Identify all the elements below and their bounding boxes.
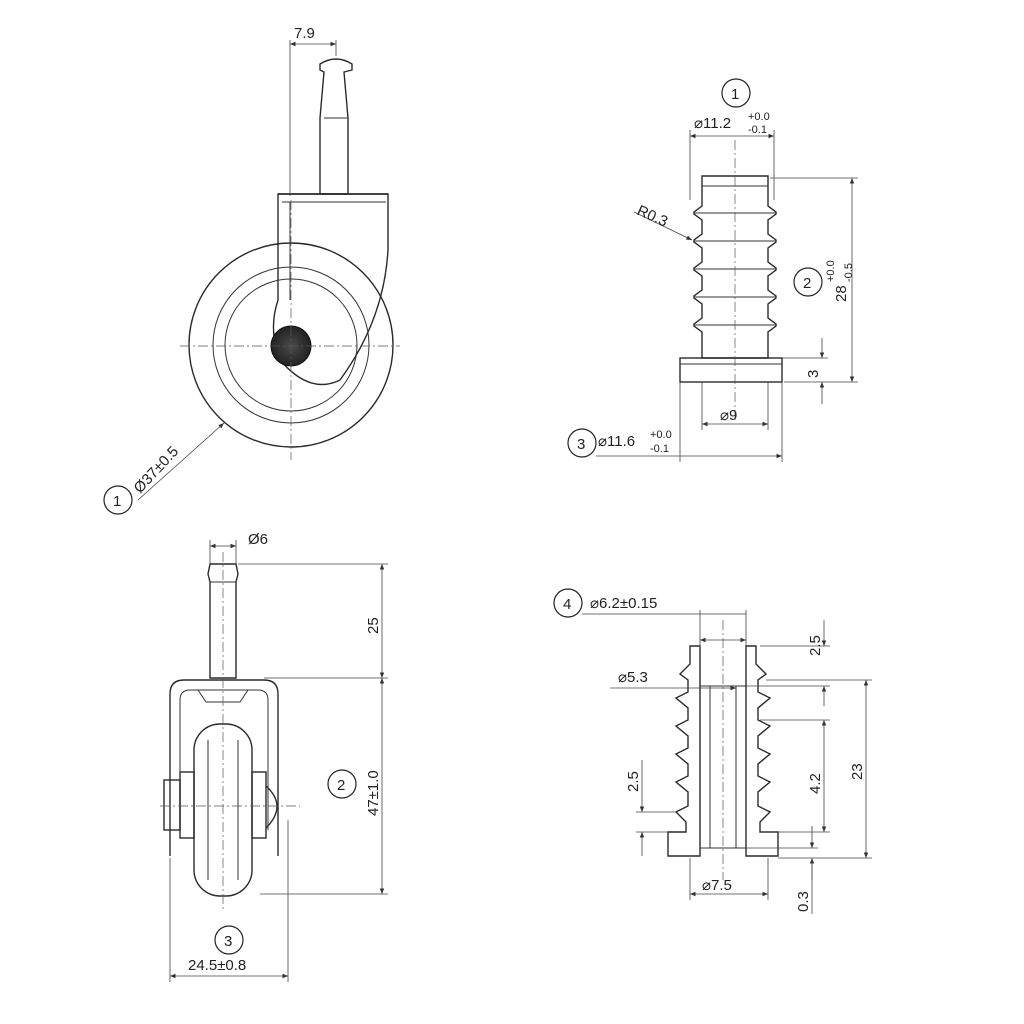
caster-front-view: Ø6 25 2 47±1.0 3 24.5±0.8 — [160, 531, 388, 982]
dim-pitch-label: 2.5 — [625, 771, 642, 792]
dim-height-tol-lower: -0.5 — [843, 263, 855, 282]
dim-stem-dia-label: Ø6 — [248, 531, 268, 548]
dim-top-tol-lower: -0.1 — [748, 124, 767, 136]
callout-circle-1 — [103, 485, 133, 515]
insert-flange — [679, 357, 783, 383]
dim-bottom-label: 0.3 — [795, 891, 812, 912]
callout-circle-b3 — [567, 428, 597, 458]
dim-diameter-label: Ø37±0.5 — [130, 443, 182, 497]
dim-bottom-dia-label: ⌀7.5 — [702, 877, 732, 894]
front-stem — [207, 563, 239, 679]
dim-flange-dia-tol-lower: -0.1 — [650, 443, 669, 455]
dim-rib-label: 4.2 — [807, 773, 824, 794]
axle-cap-right — [265, 785, 278, 829]
dim-total-label: 23 — [849, 763, 866, 780]
dim-height-label: 47±1.0 — [365, 770, 382, 816]
callout-c2-label: 2 — [337, 777, 345, 794]
dim-stem-label: 7.9 — [294, 25, 315, 42]
callout-circle-c3 — [214, 925, 244, 955]
dim-stem-len-label: 25 — [365, 617, 382, 634]
bushing-section-view: 4 ⌀6.2±0.15 ⌀5.3 2.5 4.2 23 2.5 ⌀7.5 — [553, 588, 872, 914]
axle-cap-left — [163, 779, 181, 831]
dim-top-label: 2.5 — [807, 635, 824, 656]
leader-diameter — [137, 422, 225, 501]
callout-b2-label: 2 — [803, 275, 811, 292]
dim-radius-label: R0.3 — [634, 202, 670, 230]
dim-height-tol-upper: +0.0 — [825, 260, 837, 282]
dim-inner-label: ⌀9 — [720, 407, 737, 424]
callout-c3-label: 3 — [224, 933, 232, 950]
callout-circle-c2 — [327, 769, 357, 799]
callout-b3-label: 3 — [577, 436, 585, 453]
dim-width-label: 24.5±0.8 — [188, 957, 246, 974]
fork-body — [272, 193, 389, 386]
axle-nut-left — [179, 771, 195, 839]
bushing-right-wall — [745, 645, 779, 857]
insert-view: 1 ⌀11.2 +0.0 -0.1 R0.3 2 28 +0.0 -0.5 3 … — [567, 78, 858, 462]
axle-nut-right — [251, 771, 267, 839]
dim-outer-label: ⌀6.2±0.15 — [590, 595, 657, 612]
callout-d4-label: 4 — [563, 596, 571, 613]
callout-circle-b1 — [721, 78, 751, 108]
dim-bore-label: ⌀5.3 — [618, 669, 648, 686]
bracket-inner — [179, 689, 269, 830]
dim-flange-dia-label: ⌀11.6 — [598, 433, 635, 450]
bushing-left-wall — [667, 645, 701, 857]
callout-circle-d4 — [553, 588, 583, 618]
callout-b1-label: 1 — [731, 86, 739, 103]
dim-flange-dia-tol-upper: +0.0 — [650, 429, 672, 441]
bracket-outer — [169, 679, 279, 856]
leader-radius — [633, 211, 693, 241]
dim-top-label: ⌀11.2 — [694, 115, 731, 132]
callout-1-label: 1 — [113, 493, 121, 510]
dim-top-tol-upper: +0.0 — [748, 111, 770, 123]
callout-circle-b2 — [793, 267, 823, 297]
stem-outline — [319, 58, 353, 195]
dim-flange-label: 3 — [805, 370, 822, 378]
caster-side-view: 7.9 1 Ø37±0.5 — [103, 25, 400, 515]
dim-height-label: 28 — [833, 285, 850, 302]
